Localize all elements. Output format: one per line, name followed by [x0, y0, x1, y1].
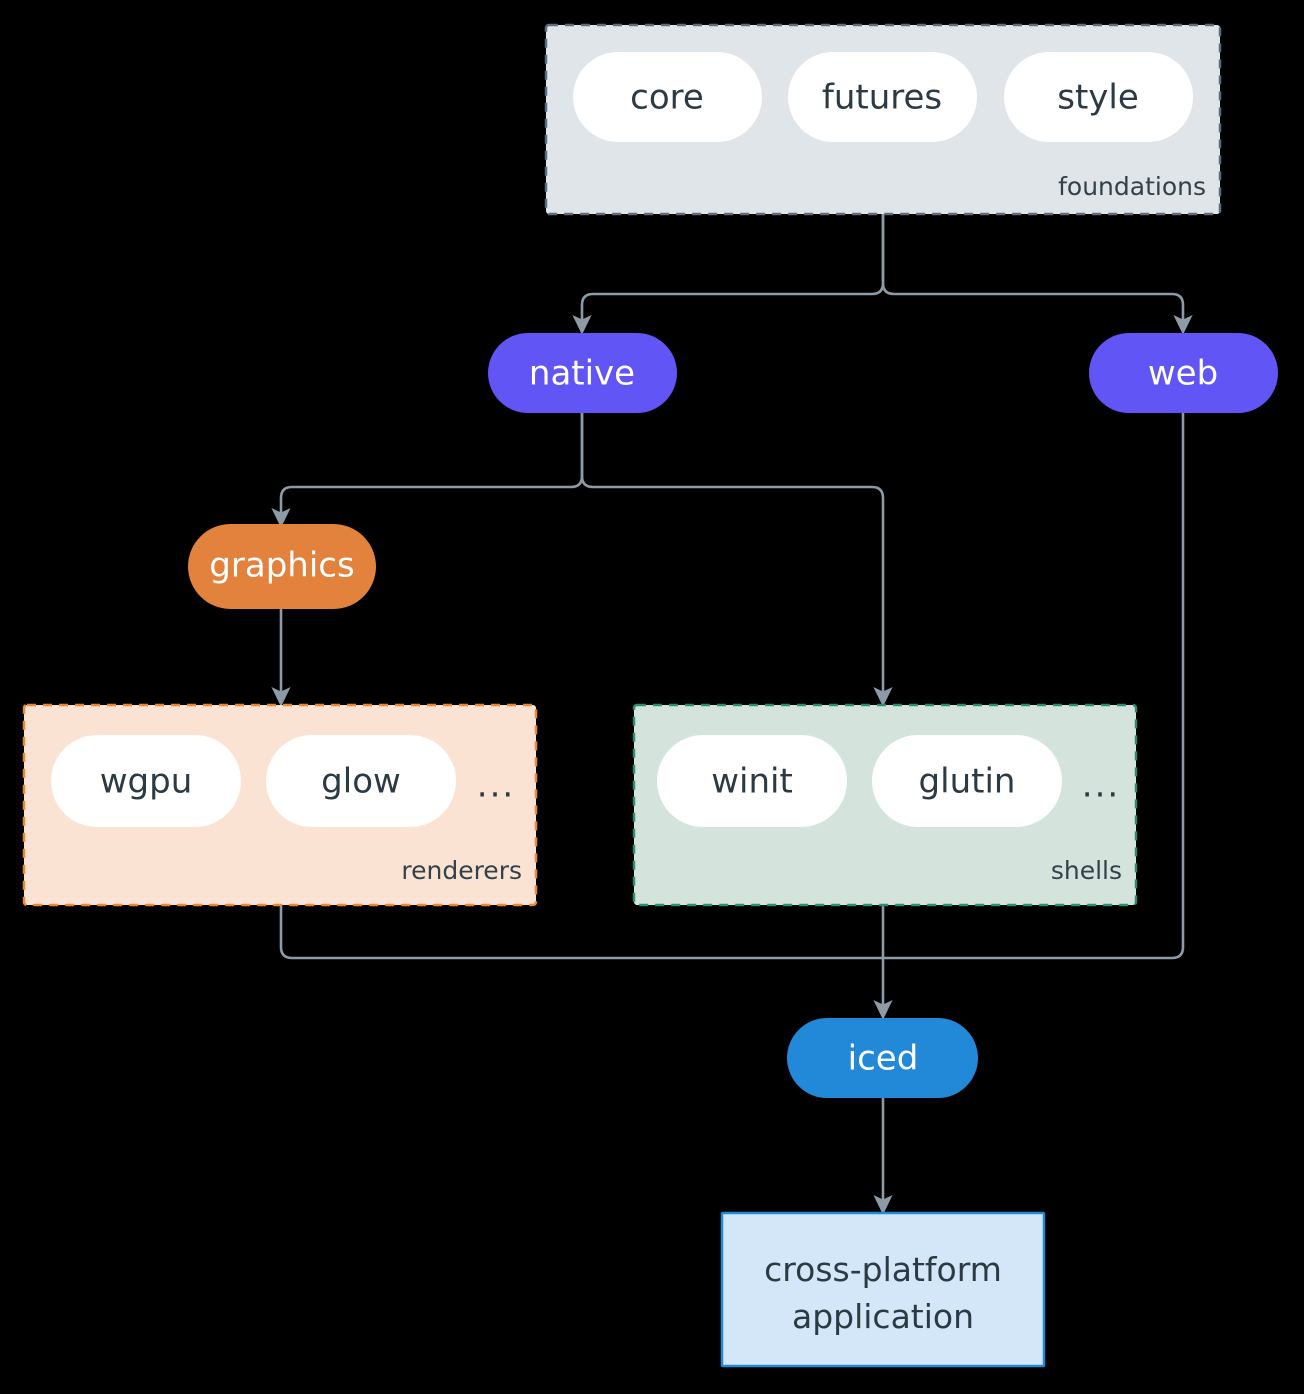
node-style-label: style — [1057, 78, 1139, 118]
shells-overflow-ellipsis: ... — [1082, 766, 1120, 806]
node-native[interactable]: native — [488, 333, 677, 413]
group-foundations: core futures style foundations — [544, 23, 1222, 216]
node-core-shape — [573, 52, 762, 142]
node-web-shape — [1089, 333, 1278, 413]
node-web[interactable]: web — [1089, 333, 1278, 413]
group-foundations-title: foundations — [1058, 172, 1206, 201]
edge-native-graphics — [271, 413, 584, 528]
node-iced-label: iced — [848, 1039, 919, 1079]
node-glow-label: glow — [321, 762, 401, 802]
renderers-overflow-ellipsis: ... — [477, 766, 515, 806]
node-glutin-shape — [872, 735, 1062, 827]
node-glutin[interactable]: glutin — [872, 735, 1062, 827]
node-application[interactable]: cross-platform application — [720, 1211, 1046, 1368]
node-graphics-shape — [188, 524, 376, 609]
node-winit-label: winit — [711, 762, 793, 802]
node-application-label-line2: application — [792, 1297, 974, 1336]
node-glow-shape — [266, 735, 456, 827]
edge-foundations-web — [881, 214, 1193, 335]
edge-renderers-iced — [279, 905, 883, 960]
node-application-shape — [720, 1211, 1046, 1368]
node-core-label: core — [630, 78, 704, 118]
group-renderers: wgpu glow ... renderers — [22, 703, 538, 907]
node-application-label-line1: cross-platform — [764, 1250, 1002, 1289]
edge-web-iced — [883, 413, 1185, 960]
group-shells: winit glutin ... shells — [632, 703, 1138, 907]
node-style[interactable]: style — [1004, 52, 1193, 142]
node-graphics-label: graphics — [209, 546, 354, 586]
group-shells-title: shells — [1051, 856, 1122, 885]
node-web-label: web — [1148, 354, 1218, 394]
node-glow[interactable]: glow — [266, 735, 456, 827]
node-wgpu-label: wgpu — [100, 762, 193, 802]
edge-layer — [271, 214, 1193, 1215]
node-native-label: native — [529, 354, 635, 394]
node-wgpu[interactable]: wgpu — [51, 735, 241, 827]
node-core[interactable]: core — [573, 52, 762, 142]
node-graphics[interactable]: graphics — [188, 524, 376, 609]
edge-foundations-native — [572, 214, 885, 335]
group-renderers-title: renderers — [401, 856, 522, 885]
edge-native-shells — [580, 413, 893, 707]
node-futures-shape — [788, 52, 977, 142]
node-futures-label: futures — [822, 78, 942, 118]
node-winit-shape — [657, 735, 847, 827]
node-iced[interactable]: iced — [787, 1018, 978, 1098]
node-glutin-label: glutin — [919, 762, 1016, 802]
node-native-shape — [488, 333, 677, 413]
node-iced-shape — [787, 1018, 978, 1098]
node-style-shape — [1004, 52, 1193, 142]
node-winit[interactable]: winit — [657, 735, 847, 827]
node-wgpu-shape — [51, 735, 241, 827]
node-futures[interactable]: futures — [788, 52, 977, 142]
